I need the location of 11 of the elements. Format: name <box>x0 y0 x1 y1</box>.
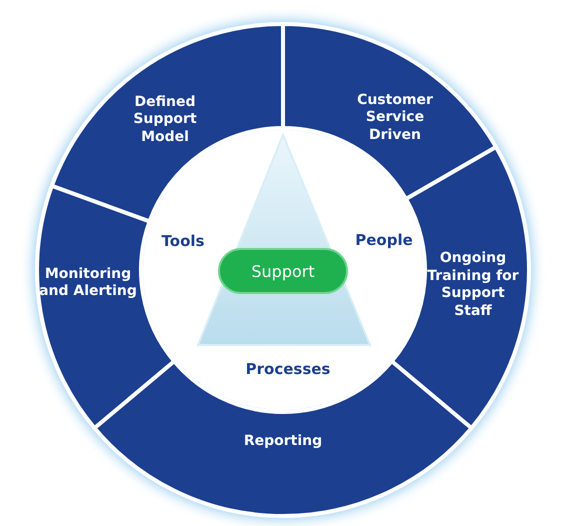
triangle-corner-label: Processes <box>246 360 330 378</box>
triangle-corner-label: Tools <box>162 232 204 250</box>
segment-label: Defined Support Model <box>132 92 198 147</box>
segment-label: Reporting <box>242 432 324 452</box>
ring-segment <box>92 359 474 518</box>
ring-segment <box>281 22 498 201</box>
segment-label: Ongoing Training for Support Staff <box>426 249 520 320</box>
segment-label: Customer Service Driven <box>356 90 434 145</box>
triangle-corner-label: People <box>355 231 413 249</box>
segment-label: Monitoring and Alerting <box>38 264 138 301</box>
center-pill: Support <box>218 248 348 294</box>
